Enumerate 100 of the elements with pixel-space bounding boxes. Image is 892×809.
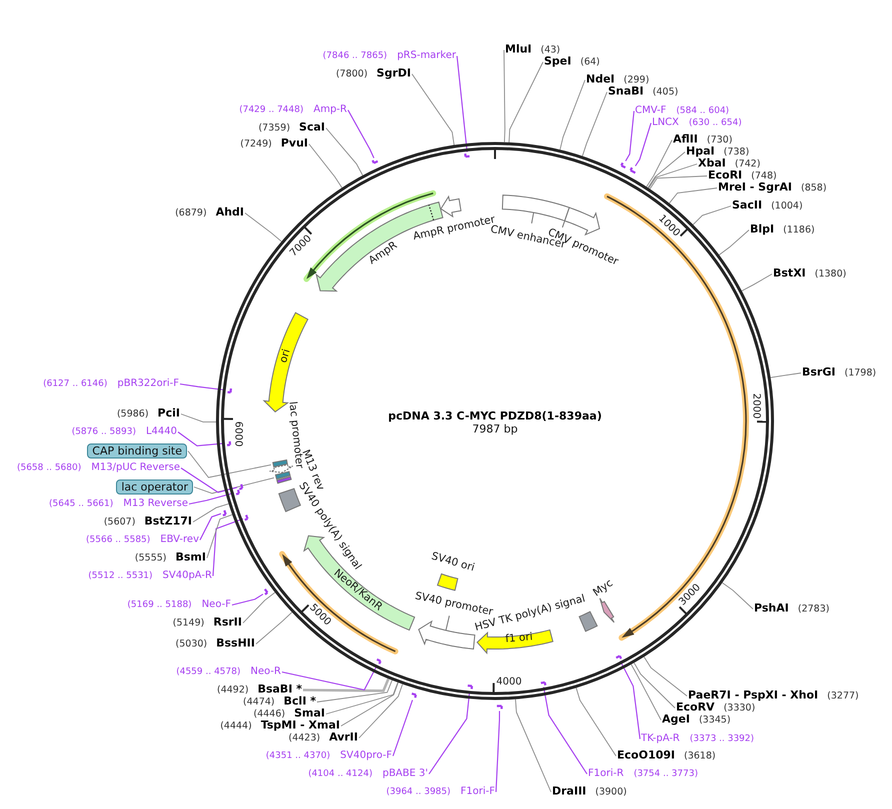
primer-position: (5876 .. 5893) [72, 426, 136, 438]
cut-position: (64) [580, 56, 600, 68]
primer-position: (6127 .. 6146) [43, 378, 108, 390]
enzyme-name: BstXI [773, 268, 806, 280]
cut-position: (5607) [104, 516, 136, 528]
leader-line [192, 503, 230, 522]
primer-position: (3373 .. 3392) [690, 733, 754, 745]
cut-position: (1798) [844, 368, 876, 380]
leader-line [648, 164, 698, 189]
primer-position: (5512 .. 5531) [88, 570, 153, 582]
leader-line [770, 372, 802, 378]
leader-line [282, 666, 378, 691]
enzyme-name: PciI [158, 408, 180, 420]
enzyme-name: SmaI [294, 708, 325, 720]
leader-line [543, 686, 588, 774]
leader-line [326, 682, 398, 714]
enzyme-name: SpeI [544, 56, 572, 68]
primer-position: (7846 .. 7865) [322, 50, 388, 62]
leader-line [515, 698, 552, 792]
leader-line [649, 176, 708, 190]
enzyme-name: DraIII [552, 786, 586, 798]
feature-tag: lac operator [116, 480, 193, 494]
leader-line [582, 92, 608, 156]
primer-site-mark [539, 680, 547, 687]
cut-position: (3277) [827, 690, 859, 702]
tick-label: 2000 [751, 393, 760, 419]
cut-position: (43) [540, 44, 560, 56]
primer-name: pBR322ori-F [117, 378, 179, 390]
primer-position: (3964 .. 3985) [386, 786, 451, 798]
enzyme-name: BssHII [216, 638, 255, 650]
cut-position: (5149) [172, 618, 204, 630]
leader-line [232, 594, 264, 606]
feature-label: ori [277, 348, 293, 364]
leader-line [668, 188, 718, 204]
primer-position: (7429 .. 7448) [239, 104, 304, 116]
cut-position: (4474) [243, 696, 275, 708]
enzyme-name: BlpI [750, 224, 774, 236]
enzyme-name: PvuI [280, 138, 308, 150]
primer-site-mark [371, 158, 380, 165]
leader-line [646, 140, 672, 188]
cut-position: (742) [734, 158, 760, 170]
cut-position: (748) [751, 170, 777, 182]
enzyme-name: SgrDI [376, 68, 411, 80]
leader-line [625, 110, 635, 162]
enzyme-name: PaeR7I - PspXI - XhoI [688, 690, 818, 702]
leader-line [630, 664, 662, 720]
primer-position: (5658 .. 5680) [16, 462, 82, 474]
enzyme-name: BsaBI * [258, 684, 302, 696]
leader-line [188, 492, 234, 505]
leader-line [308, 144, 342, 188]
leader-line [620, 660, 641, 740]
primer-position: (4351 .. 4370) [266, 750, 330, 762]
primer-name: LNCX [652, 117, 679, 129]
cut-position: (3330) [724, 702, 756, 714]
enzyme-name: AhdI [216, 206, 244, 218]
enzyme-name: HpaI [686, 146, 715, 158]
cut-position: (3900) [595, 786, 627, 798]
cut-position: (5986) [116, 408, 149, 420]
primer-site-mark [243, 513, 250, 522]
leader-line [348, 110, 374, 158]
leader-line [358, 684, 403, 738]
cut-position: (738) [724, 146, 750, 158]
primer-site-mark [221, 508, 228, 517]
directional-feature [315, 201, 444, 293]
primer-name: L4440 [146, 426, 177, 438]
leader-line [722, 582, 754, 610]
leader-line [560, 80, 586, 150]
leader-line [206, 514, 233, 558]
primer-name: EBV-rev [160, 534, 199, 546]
leader-line [242, 592, 276, 624]
primer-name: M13 Reverse [123, 498, 188, 510]
primer-site-mark [375, 657, 383, 666]
enzyme-name: PshAI [754, 602, 789, 614]
enzyme-name: MreI - SgrAI [718, 182, 792, 194]
leader-line [504, 50, 506, 143]
leader-line [576, 687, 616, 756]
primer-site-mark [463, 152, 472, 159]
enzyme-name: EcoRV [676, 702, 715, 714]
enzyme-name: AflII [673, 134, 698, 146]
primer-name: M13/pUC Reverse [91, 462, 180, 474]
leader-line [340, 682, 399, 726]
enzyme-name: TspMI - XmaI [260, 720, 340, 732]
leader-line [412, 74, 455, 146]
primer-site-mark [628, 166, 637, 175]
cut-position: (5555) [134, 552, 166, 564]
primer-position: (630 .. 654) [688, 117, 742, 129]
leader-line [194, 477, 274, 494]
primer-site-mark [495, 704, 504, 711]
primer-name: pBABE 3' [382, 768, 428, 780]
leader-line [634, 122, 652, 166]
leader-line [180, 468, 238, 493]
leader-line [644, 656, 688, 696]
cut-position: (4444) [220, 720, 252, 732]
leader-line [508, 62, 544, 143]
cut-position: (858) [800, 182, 827, 194]
cut-position: (7359) [258, 122, 290, 134]
enzyme-name: BsmI [176, 552, 206, 564]
cut-position: (1004) [771, 200, 803, 212]
enzyme-name: SacII [732, 200, 762, 212]
leader-line [316, 680, 392, 702]
